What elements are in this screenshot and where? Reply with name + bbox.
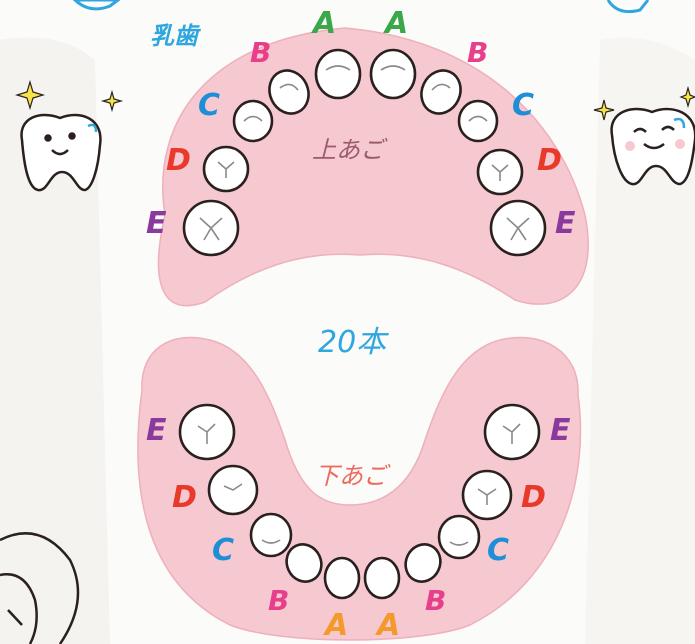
tooth-upper-C-left — [459, 101, 497, 141]
letter-upper-E-right: E — [146, 206, 167, 241]
tooth-count: 20本 — [318, 317, 386, 361]
tooth-upper-C-right — [234, 101, 272, 141]
tooth-lower-C-left — [439, 516, 479, 558]
upper-jaw-label: 上あご — [312, 130, 384, 165]
tooth-upper-A-right — [316, 50, 360, 98]
letter-lower-A-right: A — [325, 608, 348, 643]
letter-upper-B-right: B — [250, 36, 271, 69]
letter-upper-D-right: D — [166, 143, 191, 178]
tooth-lower-A-left — [365, 558, 399, 598]
letter-lower-D-right: D — [172, 480, 197, 515]
letter-lower-B-right: B — [268, 584, 289, 617]
letter-lower-C-left: C — [487, 533, 509, 568]
letter-lower-E-right: E — [146, 413, 167, 448]
letter-lower-C-right: C — [212, 533, 234, 568]
tooth-upper-A-left — [371, 50, 415, 98]
letter-upper-D-left: D — [537, 143, 562, 178]
letter-lower-E-left: E — [550, 413, 571, 448]
tooth-lower-A-right — [325, 558, 359, 598]
header-title: 乳歯 — [150, 16, 198, 51]
letter-lower-D-left: D — [521, 480, 546, 515]
letter-upper-A-left: A — [385, 6, 408, 41]
letter-upper-C-left: C — [512, 88, 534, 123]
tooth-lower-C-right — [251, 514, 291, 556]
letter-lower-B-left: B — [425, 584, 446, 617]
letter-lower-A-left: A — [377, 608, 400, 643]
letter-upper-B-left: B — [467, 36, 488, 69]
letter-upper-C-right: C — [198, 88, 220, 123]
lower-jaw-label: 下あご — [315, 456, 387, 491]
letter-upper-E-left: E — [555, 206, 576, 241]
letter-upper-A-right: A — [313, 6, 336, 41]
